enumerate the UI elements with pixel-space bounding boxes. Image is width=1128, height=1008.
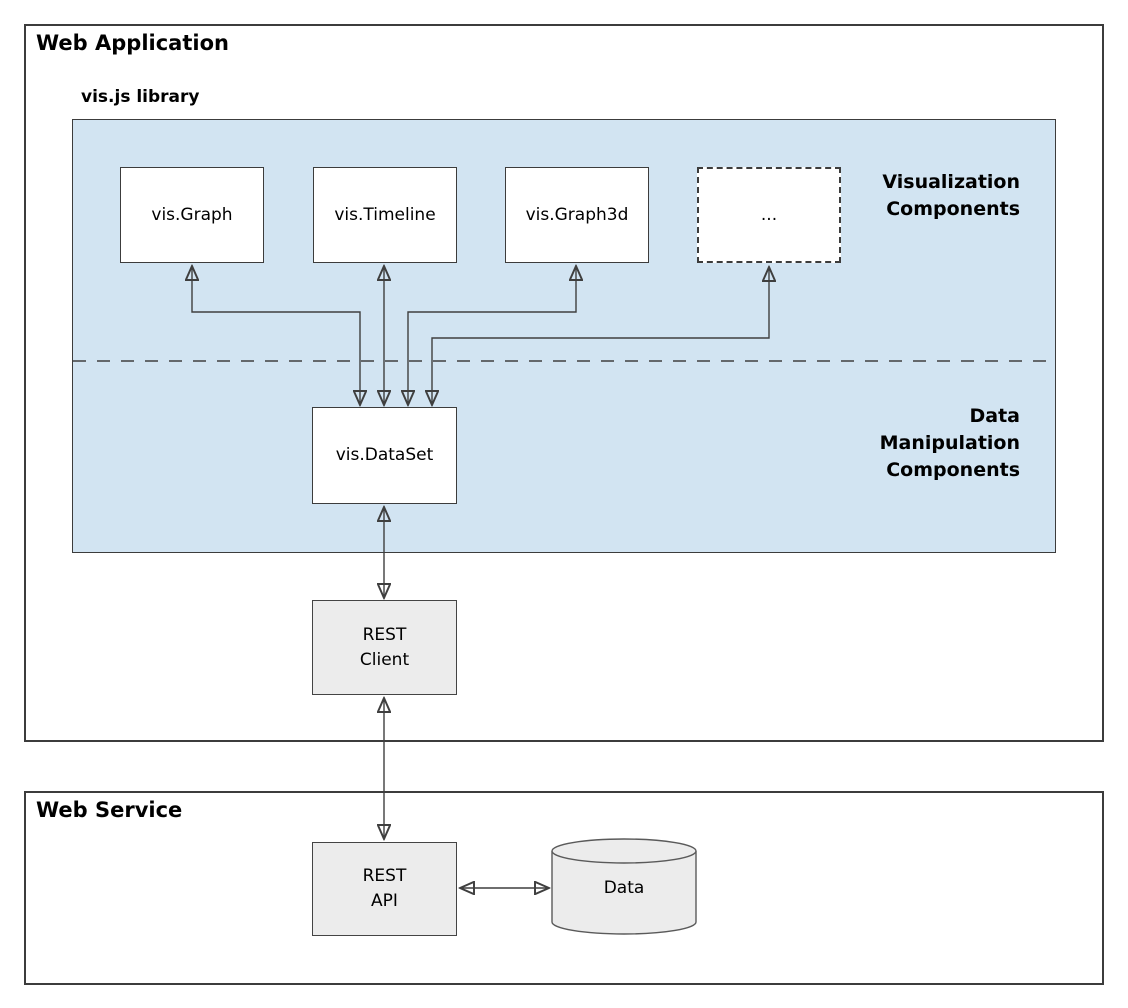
component-label: vis.Graph bbox=[151, 204, 233, 225]
label-line: Components bbox=[886, 198, 1020, 220]
component-label: vis.Timeline bbox=[334, 204, 436, 225]
component-box-ellipsis: ... bbox=[697, 167, 841, 263]
dataset-label: vis.DataSet bbox=[335, 445, 434, 465]
label-line: REST bbox=[362, 866, 407, 886]
data-store-label: Data bbox=[603, 878, 645, 898]
web-application-title: Web Application bbox=[36, 31, 229, 55]
dataset-box: vis.DataSet bbox=[312, 407, 457, 504]
component-box-vis-graph: vis.Graph bbox=[120, 167, 264, 263]
rest-client-label: REST Client bbox=[360, 623, 409, 673]
data-manipulation-components-label: Data Manipulation Components bbox=[880, 403, 1020, 484]
component-box-vis-timeline: vis.Timeline bbox=[313, 167, 457, 263]
label-line: Data bbox=[969, 405, 1021, 427]
component-label: ... bbox=[760, 204, 778, 225]
data-cylinder-shape bbox=[551, 838, 697, 935]
label-line: REST bbox=[362, 624, 407, 645]
web-service-title: Web Service bbox=[36, 798, 183, 822]
label-line: Client bbox=[359, 649, 410, 670]
rest-api-box: REST API bbox=[312, 842, 457, 936]
connector-dots-dataset bbox=[432, 267, 769, 405]
connector-graph-dataset bbox=[192, 266, 360, 405]
vis-js-library-label: vis.js library bbox=[81, 87, 200, 107]
rest-api-label: REST API bbox=[363, 864, 407, 914]
component-label: vis.Graph3d bbox=[525, 204, 629, 225]
component-box-vis-graph3d: vis.Graph3d bbox=[505, 167, 649, 263]
visualization-components-label: Visualization Components bbox=[882, 169, 1020, 223]
label-line: Manipulation bbox=[879, 432, 1020, 454]
label-line: API bbox=[371, 891, 398, 911]
connector-graph3d-dataset bbox=[408, 266, 576, 405]
label-line: Components bbox=[886, 459, 1020, 481]
label-line: Visualization bbox=[882, 171, 1020, 193]
rest-client-box: REST Client bbox=[312, 600, 457, 695]
